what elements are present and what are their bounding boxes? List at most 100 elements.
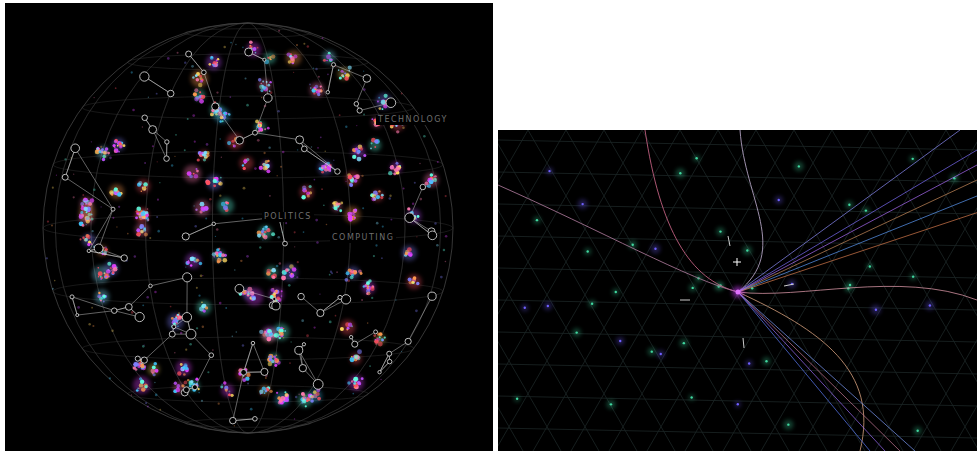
scatter-dot — [371, 297, 373, 299]
cluster-dot — [192, 76, 194, 78]
cluster-glow — [206, 54, 222, 70]
sphere-outline — [43, 23, 453, 433]
item-dot — [787, 423, 789, 425]
focus-node — [736, 290, 741, 295]
cluster-dot — [225, 201, 228, 204]
cluster-dot — [103, 301, 105, 303]
cluster-dot — [209, 63, 212, 66]
cluster-dot — [276, 296, 280, 300]
cluster-dot — [310, 87, 312, 89]
scatter-dot — [313, 326, 315, 328]
cluster-glow — [221, 384, 234, 397]
constellation-node — [251, 341, 255, 345]
scatter-dot — [241, 217, 243, 219]
cluster-dot — [119, 142, 122, 145]
scatter-dot — [156, 93, 158, 95]
cluster-glow — [300, 185, 314, 199]
scatter-dot — [52, 288, 54, 290]
cluster-dot — [98, 271, 103, 276]
scatter-dot — [154, 291, 157, 294]
cluster-dot — [321, 171, 324, 174]
item-glow — [735, 401, 741, 407]
cluster-dot — [284, 330, 286, 332]
constellation-node — [405, 213, 415, 223]
constellation-node — [261, 368, 268, 375]
item-glow — [544, 302, 553, 311]
cluster-dot — [312, 88, 316, 92]
scatter-dot — [363, 114, 365, 116]
scatter-dot — [434, 222, 436, 224]
cluster-dot — [213, 184, 216, 187]
cluster-dot — [89, 202, 92, 205]
scatter-dot — [277, 110, 280, 113]
scatter-dot — [390, 219, 392, 221]
scatter-dot — [242, 344, 245, 347]
cluster-dot — [376, 337, 378, 339]
cluster-dot — [323, 59, 326, 62]
cluster-dot — [278, 337, 281, 340]
cluster-glow — [309, 389, 322, 402]
cluster-dot — [356, 384, 358, 386]
constellation-node — [387, 359, 392, 364]
cluster-dot — [183, 373, 186, 376]
scatter-dot — [272, 288, 274, 290]
constellation-line — [204, 72, 215, 106]
cluster-dot — [100, 276, 102, 278]
cluster-dot — [117, 145, 119, 147]
scatter-dot — [228, 390, 230, 392]
constellation-node — [386, 98, 396, 108]
cluster-dot — [98, 276, 99, 277]
cluster-glow — [350, 353, 362, 365]
constellation-node — [149, 126, 157, 134]
constellation-line — [255, 98, 268, 133]
item-dot — [516, 397, 518, 399]
cluster-dot — [123, 144, 126, 147]
latitude-line — [185, 419, 312, 428]
scatter-dot — [202, 326, 204, 328]
cluster-dot — [118, 151, 120, 153]
scatter-dot — [296, 276, 298, 278]
constellation-node — [164, 156, 170, 162]
constellation-node — [71, 144, 80, 153]
scatter-dot — [276, 175, 277, 176]
constellation-line — [72, 297, 114, 311]
cluster-dot — [199, 99, 204, 104]
constellation-line — [355, 332, 376, 344]
cluster-dot — [341, 74, 344, 77]
constellation-node — [62, 174, 68, 180]
cluster-dot — [353, 382, 356, 385]
scatter-dot — [131, 71, 133, 73]
cluster-glow — [94, 289, 109, 304]
item-glow — [606, 400, 615, 409]
scatter-dot — [293, 72, 294, 73]
scatter-dot — [152, 145, 154, 147]
cluster-dot — [198, 388, 200, 390]
cluster-glow — [135, 209, 149, 223]
cluster-dot — [284, 391, 286, 393]
cluster-glow — [218, 198, 234, 214]
grid-line — [870, 130, 977, 451]
cluster-dot — [230, 394, 233, 397]
cluster-dot — [257, 234, 261, 238]
cluster-dot — [133, 362, 138, 367]
scatter-dot — [261, 97, 263, 99]
constellation-node — [363, 75, 371, 83]
cluster-glow — [185, 253, 201, 269]
cluster-dot — [151, 369, 156, 374]
cluster-dot — [280, 332, 284, 336]
cluster-dot — [262, 386, 266, 390]
cluster-dot — [193, 173, 195, 175]
cluster-dot — [310, 399, 314, 403]
scatter-dot — [148, 97, 149, 98]
scatter-dot — [401, 93, 403, 95]
cluster-dot — [311, 395, 314, 398]
longitude-line — [91, 23, 405, 433]
cluster-dot — [377, 100, 379, 102]
item-glow — [675, 168, 685, 178]
constellation-line — [328, 65, 334, 93]
scatter-dot — [277, 236, 280, 239]
cluster-glow — [258, 79, 271, 92]
cluster-dot — [367, 287, 370, 290]
tick-mark — [743, 338, 744, 348]
cluster-dot — [416, 282, 419, 285]
